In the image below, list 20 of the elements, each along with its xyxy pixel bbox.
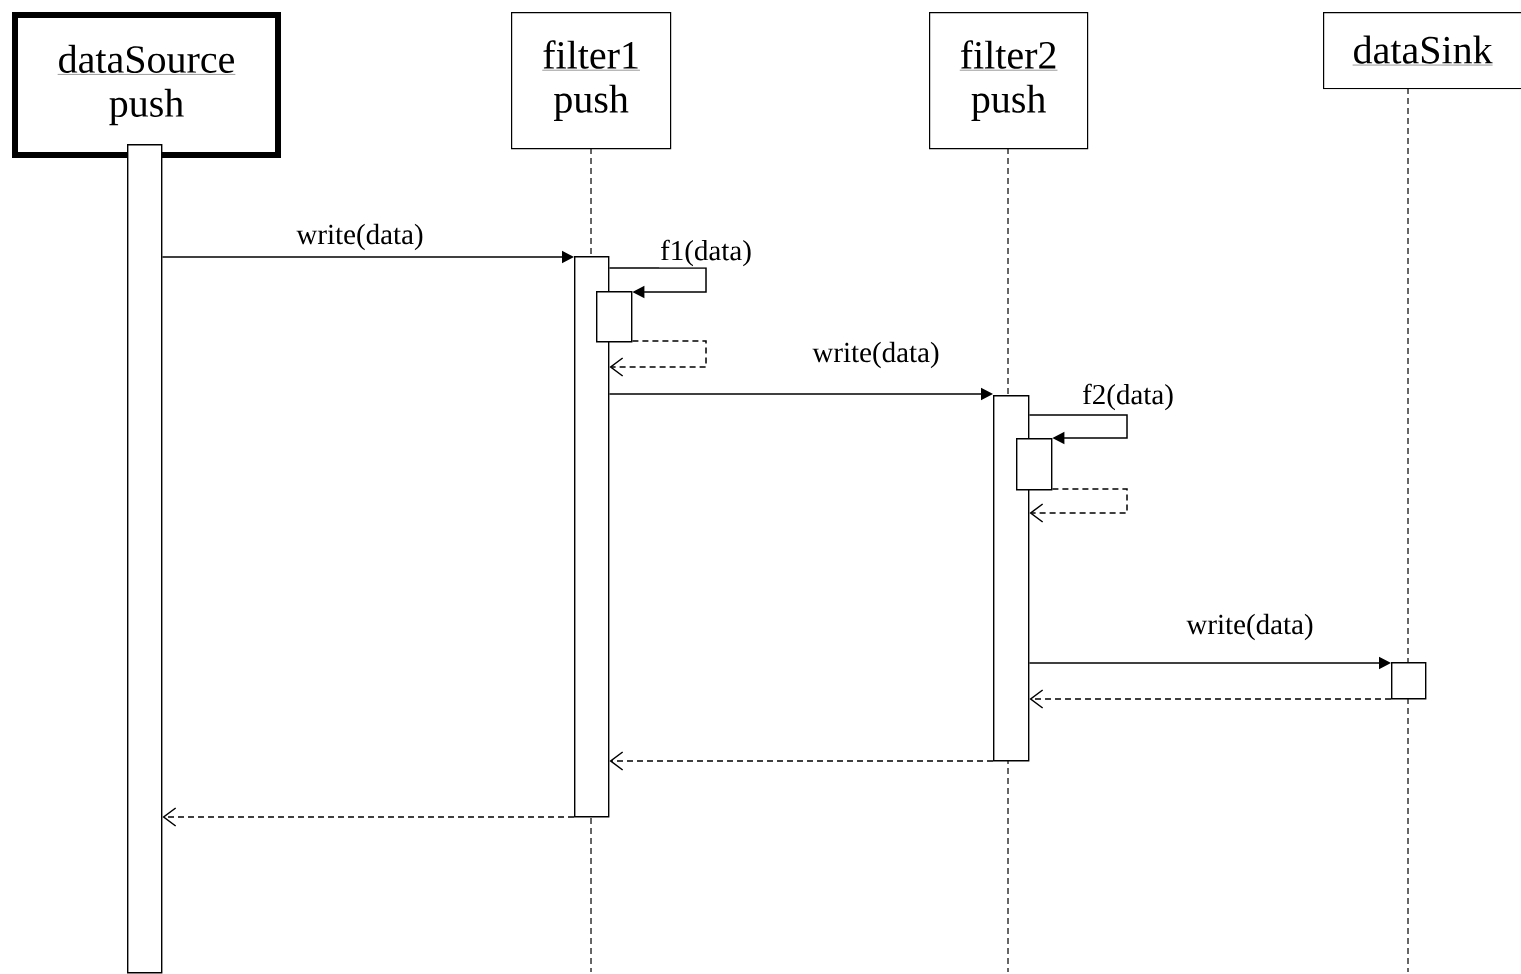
object-box: dataSource push xyxy=(12,12,281,158)
edge-label: f2(data) xyxy=(1081,382,1175,412)
activation-bar xyxy=(1016,438,1053,491)
message-arrow xyxy=(162,807,575,827)
message-arrow xyxy=(609,751,994,771)
object-box: dataSink xyxy=(1323,12,1521,90)
message-arrow xyxy=(608,267,707,299)
edge-label: write(data) xyxy=(811,340,941,370)
activation-bar xyxy=(596,291,633,343)
message-arrow xyxy=(1029,488,1128,523)
object-box: filter2 push xyxy=(929,12,1089,150)
activation-bar xyxy=(1391,662,1427,700)
message-arrow xyxy=(1029,689,1392,709)
message-arrow xyxy=(1028,414,1128,445)
edge-label: write(data) xyxy=(295,222,425,252)
object-box: filter1 push xyxy=(511,12,672,150)
message-arrow xyxy=(609,340,707,377)
edge-label: write(data) xyxy=(1185,612,1315,642)
edge-label: f1(data) xyxy=(659,238,753,268)
activation-bar xyxy=(127,144,163,974)
